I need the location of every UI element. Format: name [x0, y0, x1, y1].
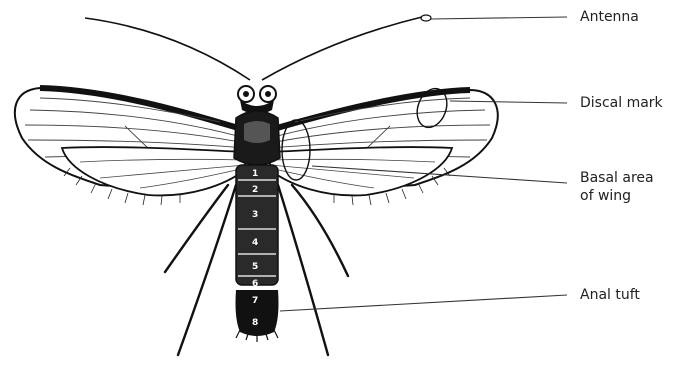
head	[238, 86, 276, 114]
segment-number: 1	[252, 169, 258, 179]
segment-number: 4	[252, 238, 258, 248]
antenna-right	[262, 17, 422, 80]
antennae	[85, 15, 431, 80]
thorax	[234, 111, 280, 165]
antenna-right-tip	[421, 15, 431, 21]
label-basal-area-line1: Basal area	[580, 170, 654, 186]
label-antenna: Antenna	[580, 9, 639, 25]
hindwing-left	[62, 147, 245, 205]
segment-number: 3	[252, 210, 258, 220]
segment-number: 2	[252, 185, 258, 195]
label-discal-mark: Discal mark	[580, 95, 663, 111]
label-basal-area-line2: of wing	[580, 188, 631, 204]
hindwing-right	[270, 147, 452, 205]
segment-number: 5	[252, 262, 258, 272]
abdomen: 1 2 3 4 5 6	[236, 165, 278, 289]
label-anal-tuft: Anal tuft	[580, 287, 640, 303]
anal-tuft: 7 8	[236, 290, 279, 342]
leader-antenna	[431, 17, 567, 19]
antenna-left	[85, 18, 250, 80]
segment-number: 7	[252, 296, 258, 306]
segment-number: 8	[252, 318, 258, 328]
leader-anal-tuft	[280, 295, 567, 311]
segment-number: 6	[252, 279, 258, 289]
